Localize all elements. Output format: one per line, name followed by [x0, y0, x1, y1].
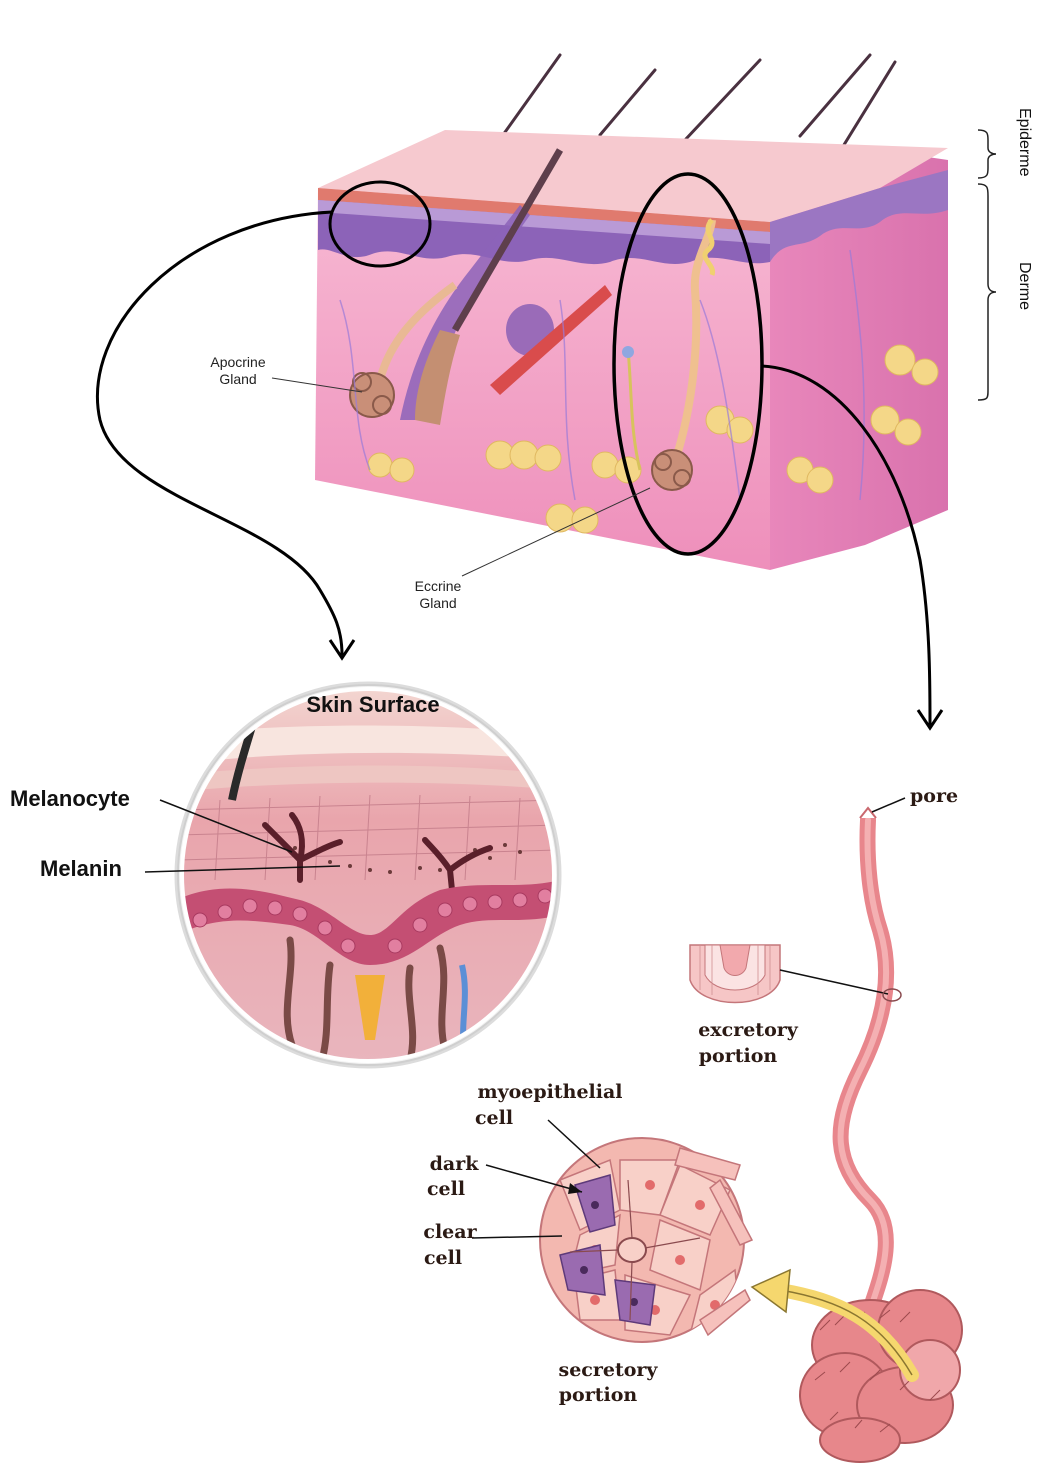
secretory-portion-section [540, 1138, 752, 1342]
pore-label: pore [910, 785, 958, 807]
excretory-portion-label-line2: portion [699, 1045, 778, 1067]
secretory-portion-label-line1: secretory [559, 1359, 659, 1381]
excretory-portion-label-line1: excretory [698, 1019, 799, 1041]
derme-bracket [978, 184, 996, 400]
eccrine-gland-label-line2: Gland [419, 595, 456, 611]
eccrine-gland-label-line1: Eccrine [415, 578, 462, 594]
pore-opening [860, 808, 876, 818]
myoepithelial-cell-label-line1: myoepithelial [477, 1081, 622, 1103]
arrow-to-melanin-inset [97, 212, 342, 655]
apocrine-gland-label-line1: Apocrine [210, 354, 265, 370]
layer-brackets [978, 130, 996, 400]
melanin-inset: Skin Surface Melanocyte Melanin [10, 683, 560, 1067]
epiderme-bracket [978, 130, 996, 178]
clear-cell-label-line1: clear [423, 1221, 477, 1243]
melanin-label: Melanin [40, 856, 122, 881]
apocrine-gland-label-line2: Gland [219, 371, 256, 387]
epiderme-label: Epiderme [1016, 108, 1033, 177]
coiled-secretory-gland [800, 1290, 962, 1462]
skin-block: Apocrine Gland Eccrine Gland [210, 55, 948, 611]
derme-label: Derme [1016, 262, 1033, 310]
secretory-portion-label-line2: portion [559, 1384, 638, 1406]
dark-cell-label-line1: dark [430, 1153, 480, 1175]
clear-cell-label-line2: cell [424, 1247, 462, 1269]
skin-surface-title: Skin Surface [306, 692, 439, 717]
excretory-portion-section [690, 945, 901, 1003]
melanocyte-label: Melanocyte [10, 786, 130, 811]
dark-cell-label-line2: cell [427, 1178, 465, 1200]
myoepithelial-cell-label-line2: cell [475, 1107, 513, 1129]
